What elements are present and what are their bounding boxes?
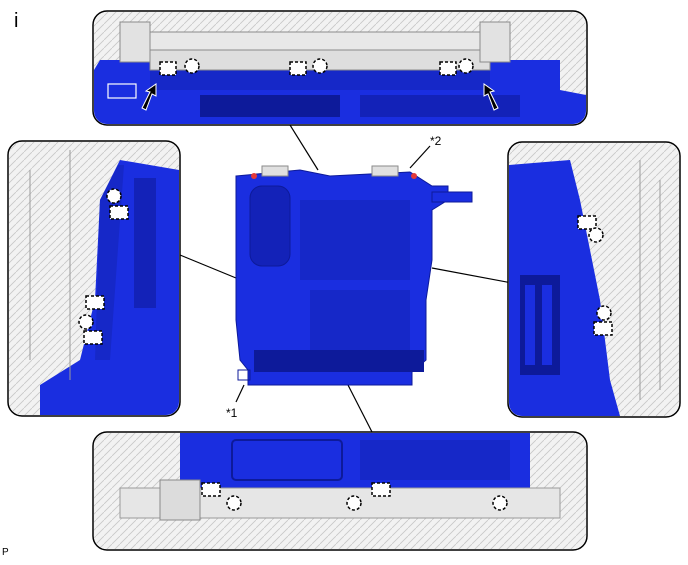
- clip-icon: [577, 215, 613, 336]
- arrow-icon: [483, 83, 499, 111]
- leader-lines: [179, 124, 513, 433]
- corner-mark: i: [14, 10, 19, 32]
- callout-label-2: *2: [430, 134, 442, 148]
- left-detail-panel: [7, 140, 181, 417]
- arrow-icon: [141, 83, 157, 111]
- top-detail-panel: [92, 10, 588, 126]
- clip-icon: [78, 188, 129, 345]
- clip-icon: [159, 58, 474, 76]
- central-unit: [235, 165, 473, 386]
- bottom-detail-panel: [92, 431, 588, 551]
- footer-mark: P: [2, 547, 9, 558]
- callout-label-1: *1: [226, 406, 238, 420]
- right-detail-panel: [507, 141, 681, 418]
- clip-icon: [201, 482, 508, 511]
